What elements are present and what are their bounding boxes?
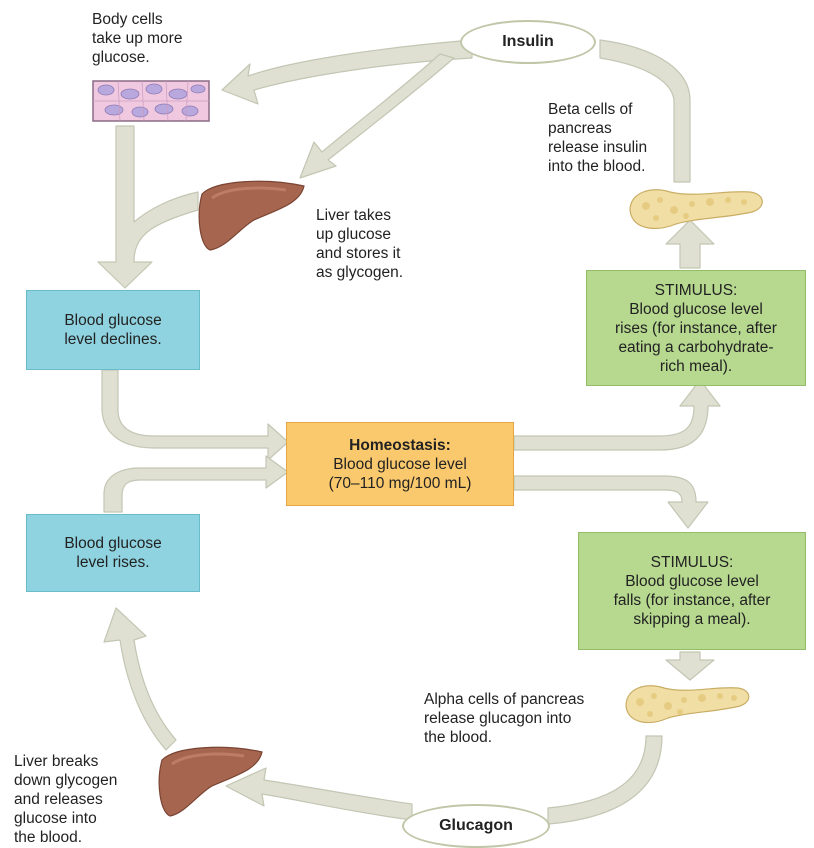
- arrow-homeostasis-to-stimulus-fall: [513, 475, 709, 529]
- pancreas-icon: [629, 189, 763, 229]
- stimulus-rise-box: STIMULUS: Blood glucose level rises (for…: [586, 270, 806, 386]
- stimulus-fall-box: STIMULUS: Blood glucose level falls (for…: [578, 532, 806, 650]
- stimulus-rise-heading: STIMULUS:: [654, 281, 738, 299]
- stimulus-rise-text: Blood glucose level rises (for instance,…: [615, 300, 777, 375]
- arrow-pancreas-to-insulin: [599, 39, 691, 183]
- decline-box-text: Blood glucose level declines.: [64, 312, 162, 348]
- arrow-decline-to-homeostasis: [101, 369, 289, 461]
- liver-bottom-text: Liver breaks down glycogen and releases …: [14, 753, 118, 846]
- rises-box: Blood glucose level rises.: [26, 514, 200, 592]
- homeostasis-text: Blood glucose level (70–110 mg/100 mL): [328, 455, 472, 492]
- arrow-pancreas-to-glucagon: [547, 735, 663, 825]
- arrow-stimulus-fall-to-pancreas: [665, 651, 715, 681]
- arrow-stimulus-rise-to-pancreas: [665, 219, 715, 269]
- arrow-insulin-to-body-cells: [221, 39, 473, 105]
- arrow-glucagon-to-liver: [225, 767, 413, 821]
- liver-icon: [158, 746, 263, 817]
- homeostasis-box: Homeostasis: Blood glucose level (70–110…: [286, 422, 514, 506]
- liver-icon: [198, 180, 305, 251]
- stimulus-fall-text: Blood glucose level falls (for instance,…: [613, 573, 771, 628]
- glucagon-label: Glucagon: [439, 817, 513, 834]
- arrow-insulin-to-liver: [299, 53, 455, 179]
- homeostasis-heading: Homeostasis:: [349, 436, 451, 454]
- decline-box: Blood glucose level declines.: [26, 290, 200, 370]
- stimulus-fall-heading: STIMULUS:: [650, 554, 734, 571]
- beta-cells-text: Beta cells of pancreas release insulin i…: [548, 101, 648, 175]
- arrow-homeostasis-to-stimulus-rise: [513, 379, 721, 451]
- arrow-body-cells-to-decline: [97, 125, 199, 289]
- cells-icon: [92, 80, 210, 122]
- rises-box-text: Blood glucose level rises.: [64, 535, 162, 571]
- insulin-oval: Insulin: [460, 20, 596, 64]
- glucagon-oval: Glucagon: [402, 804, 550, 848]
- liver-top-text: Liver takes up glucose and stores it as …: [316, 207, 404, 281]
- body-cells-text: Body cells take up more glucose.: [92, 11, 183, 66]
- arrow-liver-to-rises: [103, 607, 177, 751]
- alpha-cells-text: Alpha cells of pancreas release glucagon…: [424, 691, 585, 746]
- pancreas-icon: [625, 685, 750, 724]
- insulin-label: Insulin: [502, 33, 554, 50]
- arrow-rises-to-homeostasis: [103, 455, 289, 513]
